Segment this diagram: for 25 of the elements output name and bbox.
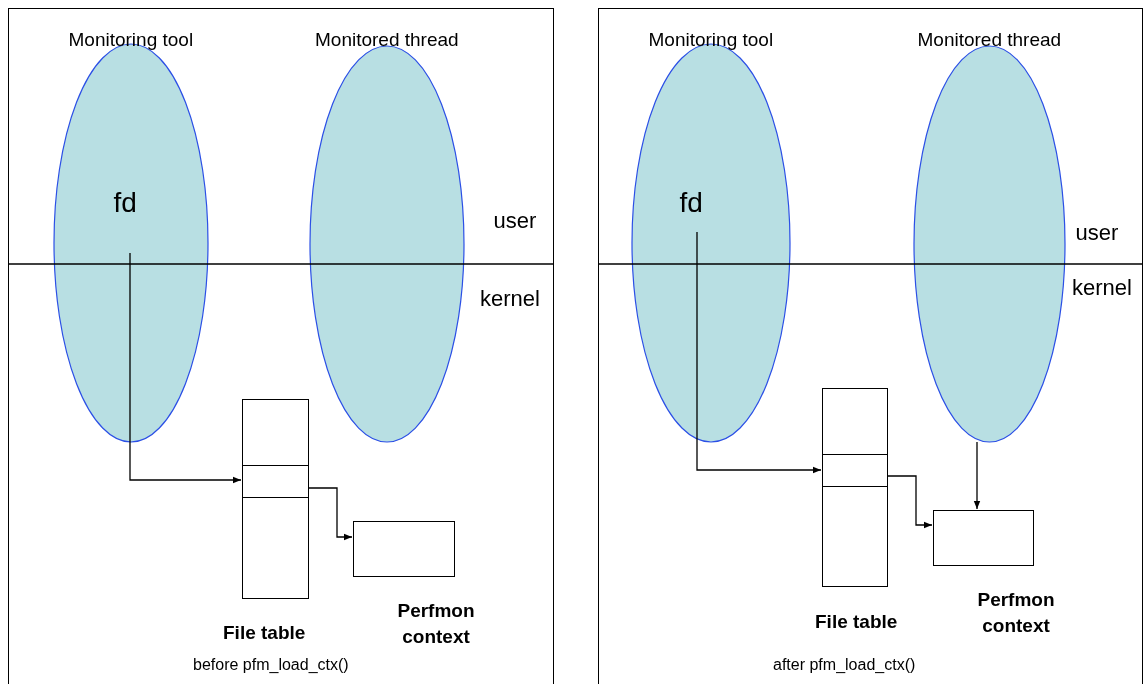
context-label: Perfmon context: [976, 588, 1056, 638]
process-title: Monitored thread: [917, 29, 1062, 51]
user-label: user: [493, 208, 537, 234]
arrow: [696, 231, 822, 474]
kernel-label: kernel: [1072, 275, 1132, 301]
arrow: [129, 252, 242, 484]
table-label: File table: [815, 611, 898, 633]
user-label: user: [1075, 220, 1119, 246]
arrow: [886, 475, 933, 529]
kernel-label: kernel: [480, 286, 540, 312]
arrow: [307, 487, 353, 541]
descriptor-label: fd: [679, 187, 703, 219]
panel: [598, 8, 1143, 684]
context-label: Perfmon context: [396, 599, 476, 649]
panel-label: before pfm_load_ctx(): [193, 656, 349, 674]
process-title: Monitored thread: [315, 29, 459, 51]
process-title: Monitoring tool: [648, 29, 774, 51]
process-title: Monitoring tool: [68, 29, 194, 51]
table-entry: [822, 454, 888, 487]
panel-label: after pfm_load_ctx(): [773, 656, 916, 674]
arrow: [973, 441, 981, 510]
descriptor-label: fd: [113, 187, 137, 219]
panel: [8, 8, 554, 684]
table-label: File table: [223, 622, 306, 644]
table-entry: [242, 465, 309, 498]
